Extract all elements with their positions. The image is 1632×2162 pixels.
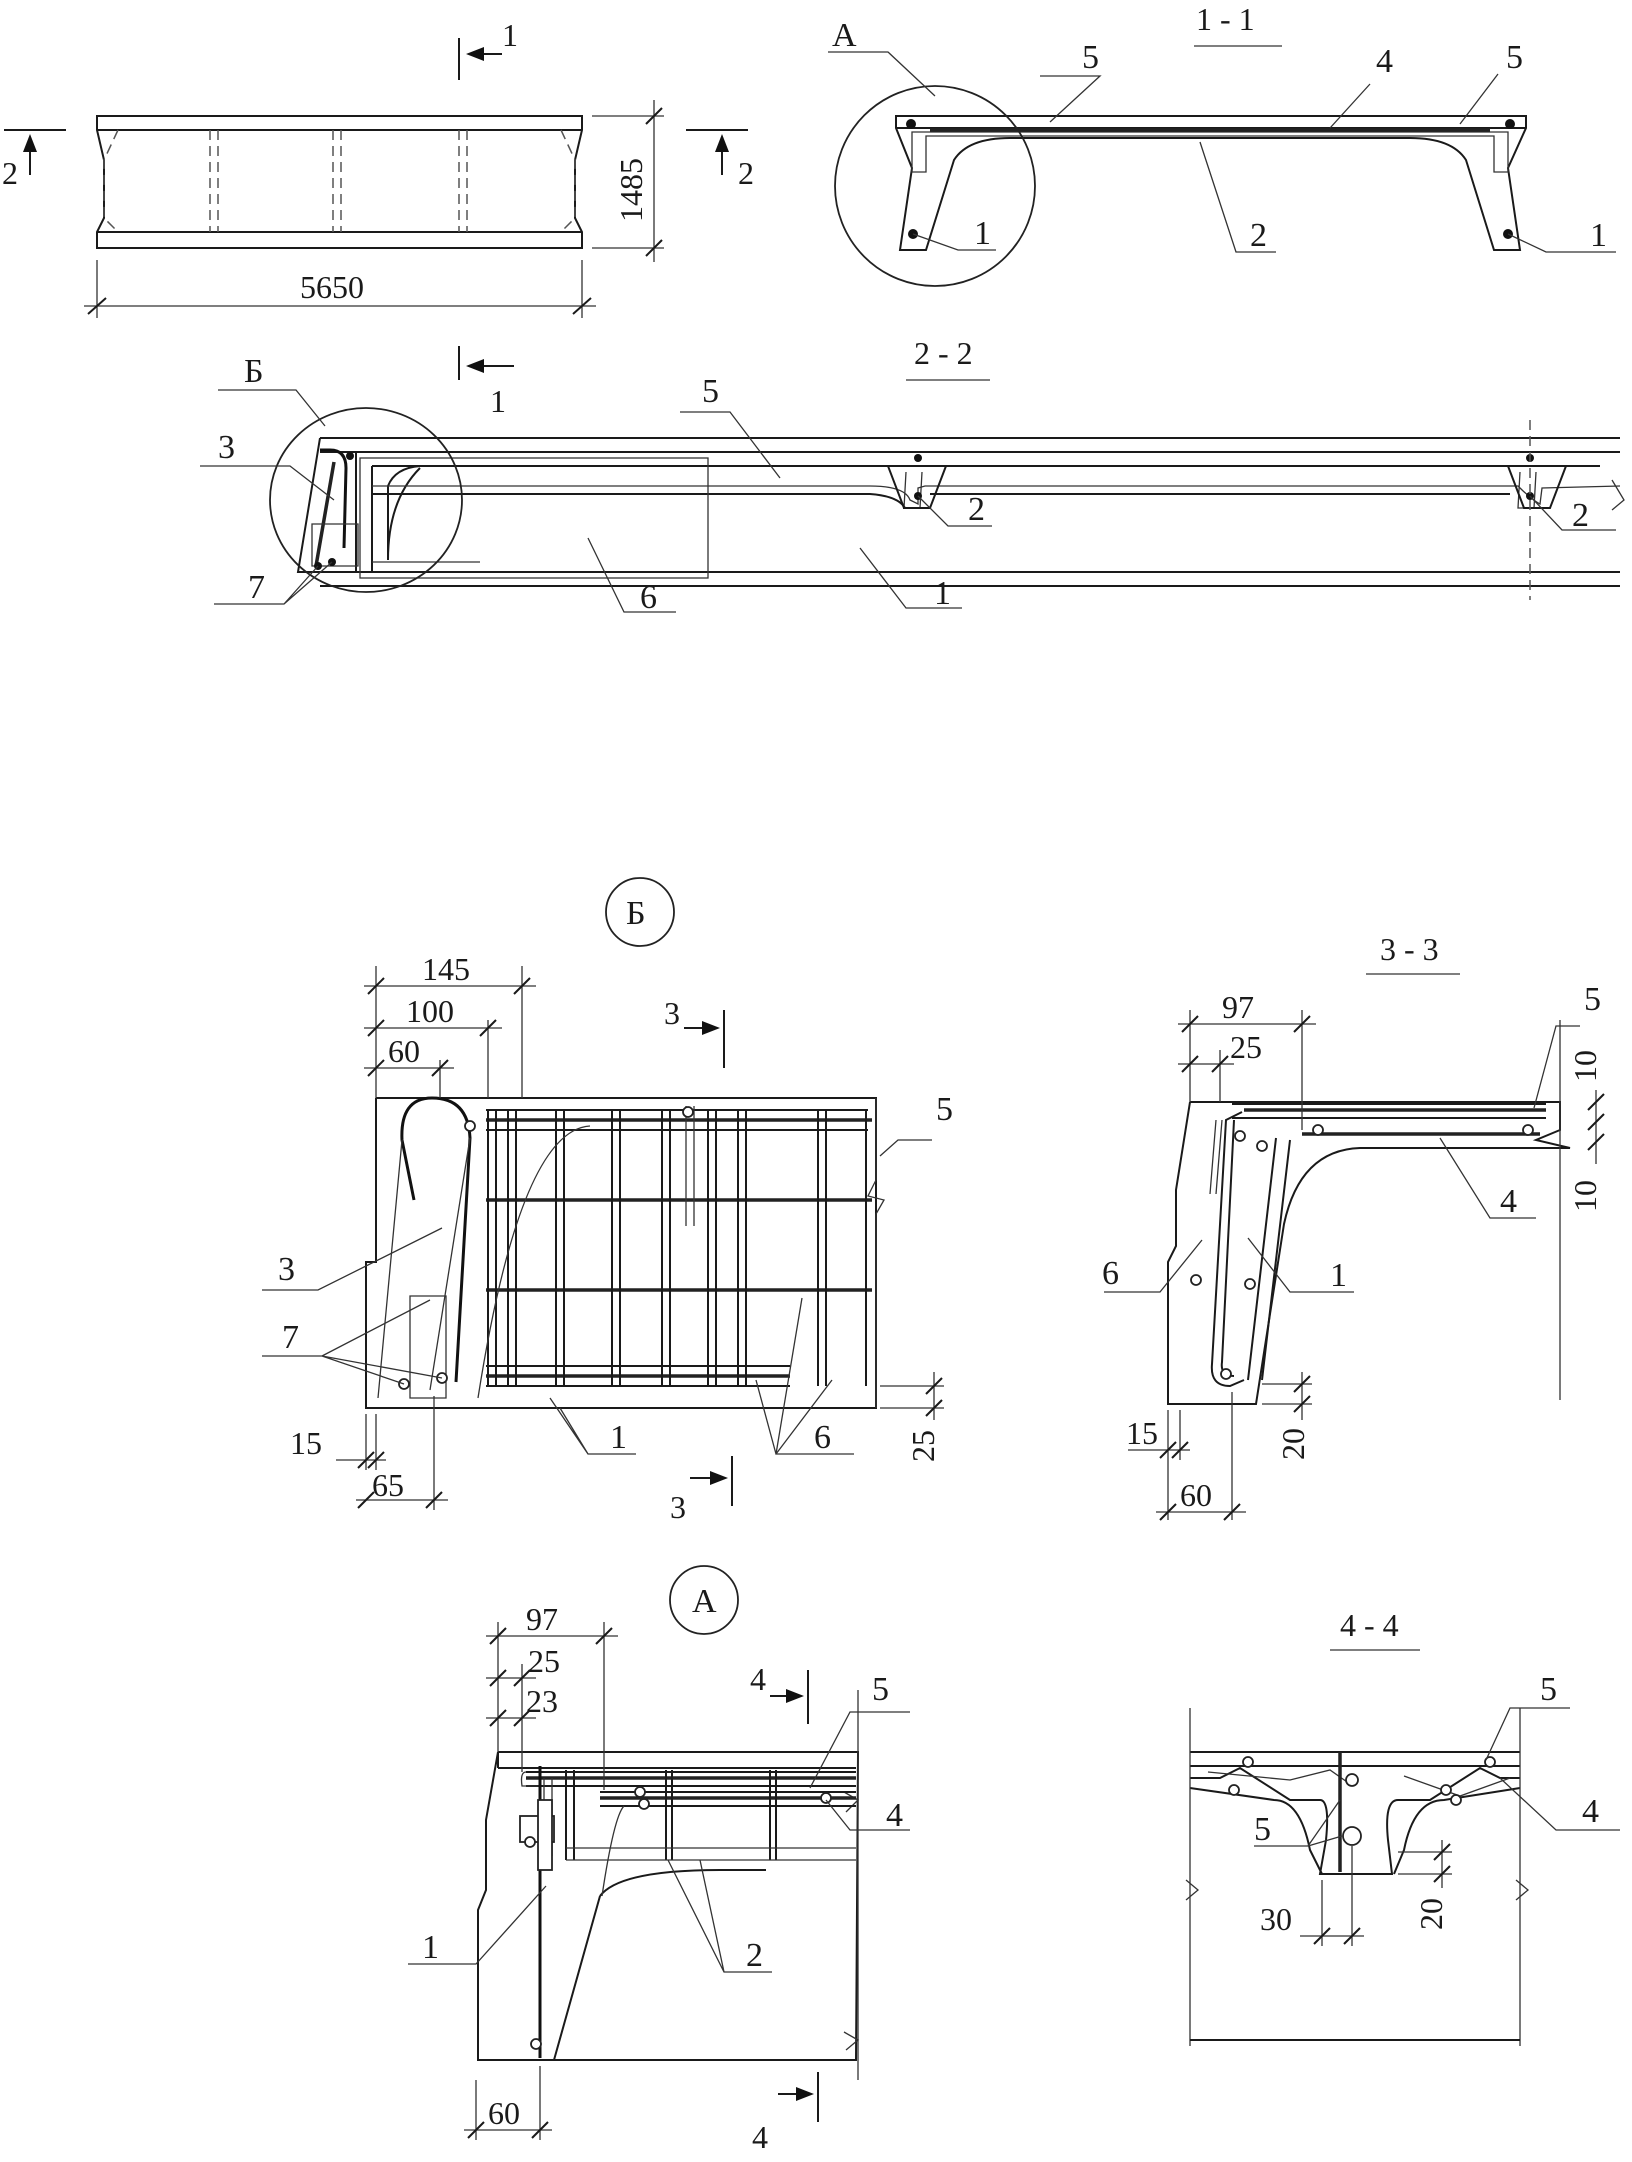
- cut-4-top: 4: [750, 1661, 766, 1697]
- s33-label-6: 6: [1102, 1255, 1119, 1292]
- s33-label-4: 4: [1500, 1183, 1517, 1220]
- dim44-30: 30: [1260, 1901, 1292, 1937]
- dimB-15: 15: [290, 1425, 322, 1461]
- s22-label-7: 7: [248, 569, 265, 606]
- cut-2-right: 2: [738, 155, 754, 191]
- s22-label-2a: 2: [968, 491, 985, 528]
- dimB-100: 100: [406, 993, 454, 1029]
- section-3-3-title: 3 - 3: [1380, 931, 1439, 967]
- s33-label-1: 1: [1330, 1257, 1347, 1294]
- s22-label-1: 1: [934, 575, 951, 612]
- s11-label-5b: 5: [1506, 39, 1523, 76]
- detail-A: А 97 25: [408, 1565, 910, 2155]
- dim33-10b: 10: [1567, 1180, 1603, 1212]
- detail-B: Б 145: [262, 877, 953, 1525]
- s33-label-5: 5: [1584, 981, 1601, 1018]
- dim33-10a: 10: [1567, 1050, 1603, 1082]
- dimA-97: 97: [526, 1601, 558, 1637]
- callout-B: Б: [244, 353, 264, 390]
- dim33-15: 15: [1126, 1415, 1158, 1451]
- dim33-60: 60: [1180, 1477, 1212, 1513]
- dimA-25: 25: [528, 1643, 560, 1679]
- section-4-4-title: 4 - 4: [1340, 1607, 1399, 1643]
- detB-label-7: 7: [282, 1319, 299, 1356]
- dim-height: 1485: [613, 158, 649, 222]
- section-3-3: 3 - 3 97 25 10 10: [1102, 931, 1605, 1521]
- detB-label-1: 1: [610, 1419, 627, 1456]
- s44-label-5a: 5: [1540, 1671, 1557, 1708]
- dimB-25: 25: [905, 1430, 941, 1462]
- detail-B-title: Б: [626, 895, 646, 932]
- section-1-1: 1 - 1 А 5 4 5 1 2 1: [828, 1, 1616, 287]
- callout-A: А: [832, 17, 857, 54]
- dimB-145: 145: [422, 951, 470, 987]
- cut-1-top: 1: [502, 17, 518, 53]
- dim33-97: 97: [1222, 989, 1254, 1025]
- detA-label-2: 2: [746, 1937, 763, 1974]
- detB-label-3: 3: [278, 1251, 295, 1288]
- cut-3-top: 3: [664, 995, 680, 1031]
- section-4-4: 4 - 4 30 20 5 4 5: [1185, 1607, 1620, 2046]
- cut-1-bottom: 1: [490, 383, 506, 419]
- detB-label-6: 6: [814, 1419, 831, 1456]
- s11-label-2: 2: [1250, 217, 1267, 254]
- s11-label-4: 4: [1376, 43, 1393, 80]
- section-1-1-title: 1 - 1: [1196, 1, 1255, 37]
- dimA-23: 23: [526, 1683, 558, 1719]
- s22-label-3: 3: [218, 429, 235, 466]
- s44-label-5b: 5: [1254, 1811, 1271, 1848]
- detA-label-4: 4: [886, 1797, 903, 1834]
- detail-A-title: А: [692, 1583, 717, 1620]
- cut-4-bottom: 4: [752, 2119, 768, 2155]
- dim33-25: 25: [1230, 1029, 1262, 1065]
- dim-length: 5650: [300, 269, 364, 305]
- s11-label-1a: 1: [974, 215, 991, 252]
- s11-label-5a: 5: [1082, 39, 1099, 76]
- section-2-2: 2 - 2 Б 3 7 5 6 2: [200, 335, 1625, 616]
- s11-label-1b: 1: [1590, 217, 1607, 254]
- dimB-65: 65: [372, 1467, 404, 1503]
- detA-label-1: 1: [422, 1929, 439, 1966]
- s44-label-4: 4: [1582, 1793, 1599, 1830]
- dimB-60: 60: [388, 1033, 420, 1069]
- s22-label-5: 5: [702, 373, 719, 410]
- detB-label-5: 5: [936, 1091, 953, 1128]
- s22-label-6: 6: [640, 579, 657, 616]
- dim33-20: 20: [1275, 1428, 1311, 1460]
- dim44-20: 20: [1413, 1898, 1449, 1930]
- detA-label-5: 5: [872, 1671, 889, 1708]
- cut-3-bottom: 3: [670, 1489, 686, 1525]
- plan-view: 5650 1485 1 1 2 2: [2, 17, 754, 419]
- s22-label-2b: 2: [1572, 497, 1589, 534]
- section-2-2-title: 2 - 2: [914, 335, 973, 371]
- dimA-60: 60: [488, 2095, 520, 2131]
- cut-2-left: 2: [2, 155, 18, 191]
